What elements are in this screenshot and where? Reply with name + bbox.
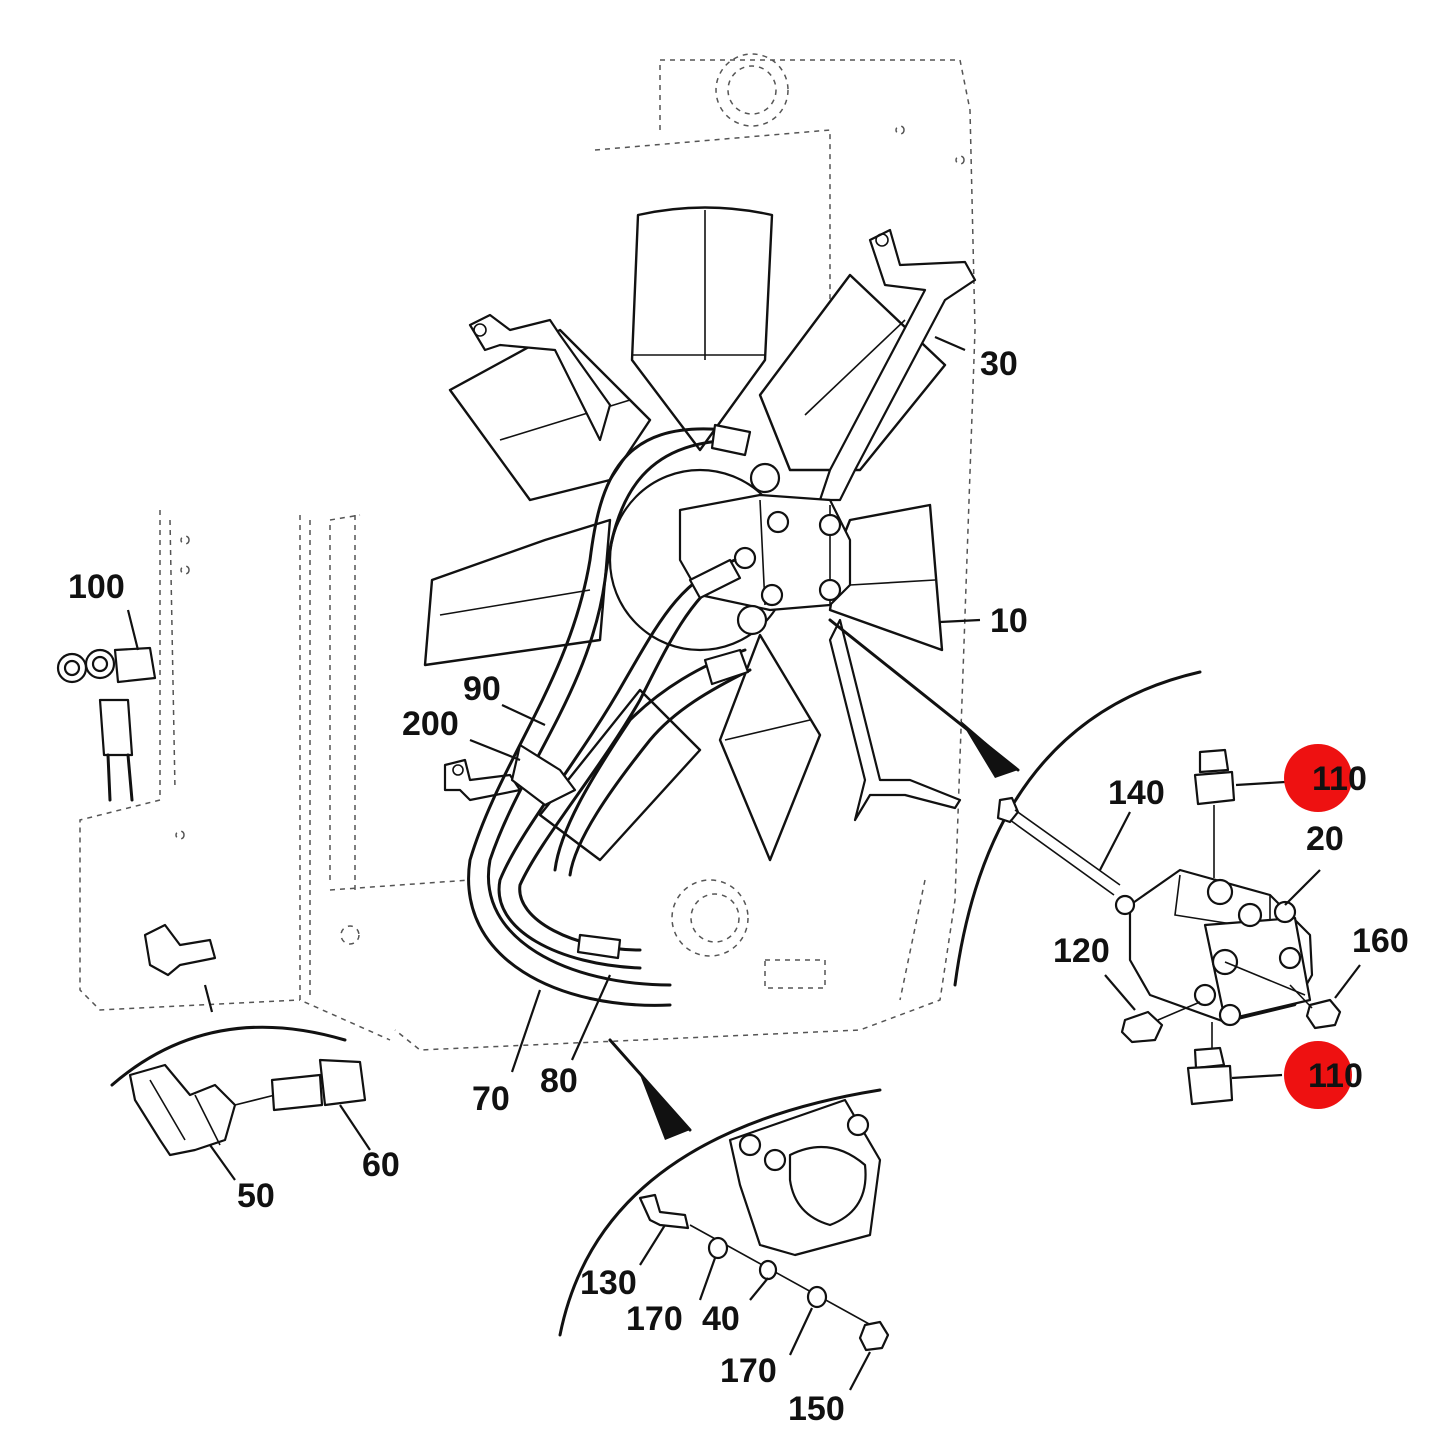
fan-blade-upper-left — [448, 328, 652, 502]
callout-20: 20 — [1306, 820, 1344, 858]
callout-40: 40 — [702, 1300, 740, 1338]
shroud-outline — [79, 53, 976, 1051]
hose-group — [467, 423, 752, 1007]
highlight-marker-110-bottom — [1284, 1041, 1352, 1109]
callout-90: 90 — [463, 670, 501, 708]
callout-10: 10 — [990, 602, 1028, 640]
callout-120: 120 — [1053, 932, 1110, 970]
callout-170-left: 170 — [626, 1300, 683, 1338]
callout-70: 70 — [472, 1080, 510, 1118]
callout-110-top: 110 — [1312, 760, 1367, 798]
fan-blade-lower-left — [538, 688, 702, 862]
callout-30: 30 — [980, 345, 1018, 383]
main-leaders — [469, 335, 981, 1073]
fan-blade-left — [423, 518, 612, 667]
callout-80: 80 — [540, 1062, 578, 1100]
highlight-marker-110-top — [1284, 744, 1352, 812]
callout-160: 160 — [1352, 922, 1409, 960]
callout-150: 150 — [788, 1390, 845, 1428]
callout-130: 130 — [580, 1264, 637, 1302]
hose-end-100 — [56, 609, 157, 802]
fan-blade-top — [630, 206, 774, 452]
detail-motor — [828, 618, 1361, 1109]
callout-110-bottom: 110 — [1308, 1057, 1363, 1095]
callout-140: 140 — [1108, 774, 1165, 812]
bracket-30 — [443, 228, 977, 822]
callout-100: 100 — [68, 568, 125, 606]
detail-clamp — [558, 1038, 890, 1391]
callout-170-right: 170 — [720, 1352, 777, 1390]
callout-200: 200 — [402, 705, 459, 743]
fan-blade-upper-right — [758, 273, 947, 472]
fan-blade-lower — [718, 633, 822, 862]
callout-labels: 10 20 30 40 50 60 70 80 90 100 110 110 1… — [68, 345, 1409, 1428]
detail-fittings — [110, 923, 371, 1181]
callout-60: 60 — [362, 1146, 400, 1184]
callout-50: 50 — [237, 1177, 275, 1215]
